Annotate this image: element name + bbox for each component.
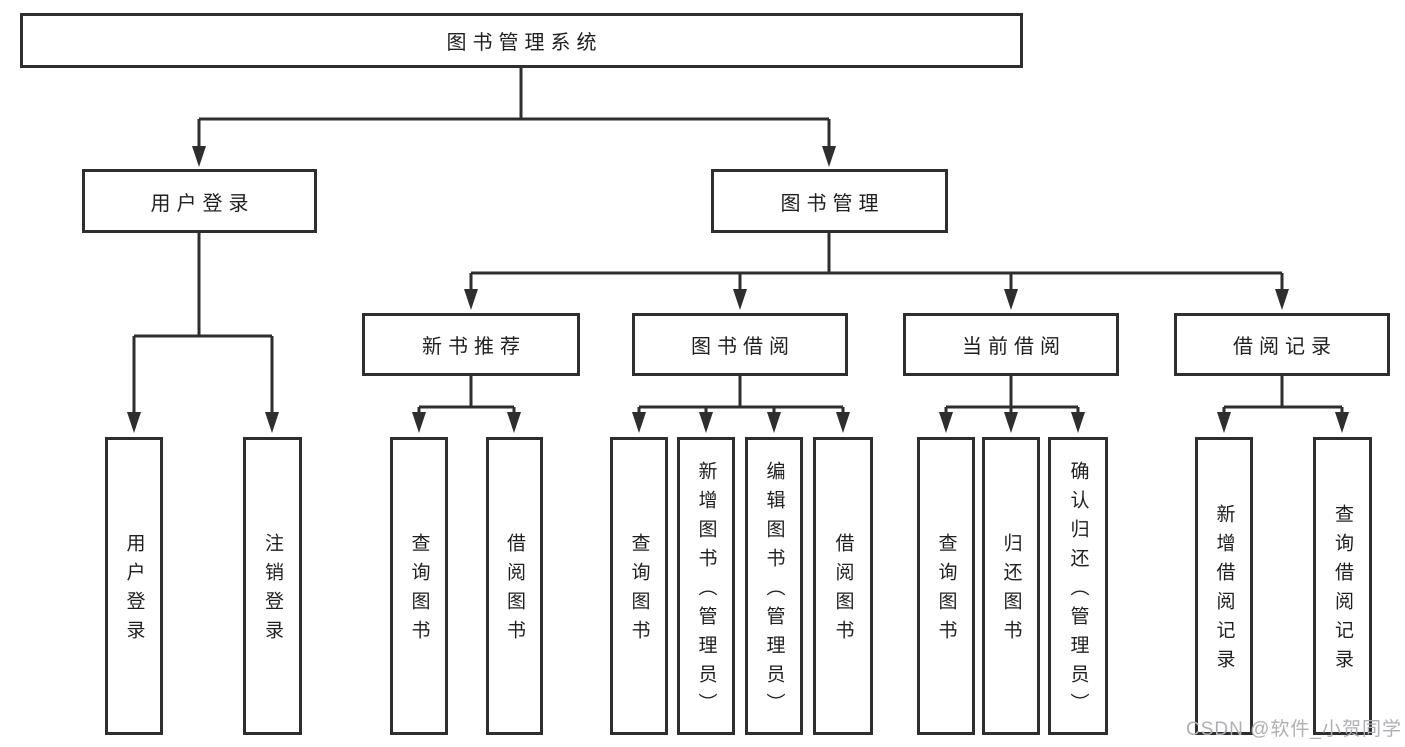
leaf-borrow-query-label: 查询图书 xyxy=(628,533,650,649)
edge-root-stem xyxy=(519,68,523,119)
leaf-borrow-edit-admin: 编辑图书（管理员） xyxy=(745,437,803,735)
leaf-current-return: 归还图书 xyxy=(982,437,1040,735)
arrow-down-icon xyxy=(822,146,836,167)
leaf-borrow-add-admin: 新增图书（管理员） xyxy=(677,437,735,735)
edge-drop xyxy=(512,407,516,413)
leaf-borrow-add-admin-label: 新增图书（管理员） xyxy=(695,460,717,722)
edge-drop xyxy=(1076,407,1080,413)
csdn-watermark: CSDN @软件_小贺同学 xyxy=(1186,719,1402,740)
edge-drop-book-mgmt xyxy=(827,119,831,148)
leaf-newbooks-borrow: 借阅图书 xyxy=(486,437,543,735)
edge-drop xyxy=(1009,407,1013,413)
leaf-current-confirm-admin-label: 确认归还（管理员） xyxy=(1067,460,1089,722)
arrow-down-icon xyxy=(1217,412,1231,433)
edge-new-books-rail xyxy=(419,405,514,409)
arrow-down-icon xyxy=(939,412,953,433)
edge-user-login-stem xyxy=(197,233,201,336)
edge-root-rail xyxy=(199,117,829,121)
arrow-down-icon xyxy=(1071,412,1085,433)
arrow-down-icon xyxy=(1004,412,1018,433)
arrow-down-icon xyxy=(265,412,279,433)
edge-book-borrow-stem xyxy=(738,376,742,407)
node-user-login-label: 用户登录 xyxy=(150,192,255,215)
edge-drop xyxy=(944,407,948,413)
leaf-records-add-label: 新增借阅记录 xyxy=(1213,504,1235,678)
arrow-down-icon xyxy=(507,412,521,433)
leaf-newbooks-query-label: 查询图书 xyxy=(408,533,430,649)
node-borrow-records-label: 借阅记录 xyxy=(1233,336,1337,358)
edge-drop xyxy=(841,407,845,413)
leaf-user-logout: 注销登录 xyxy=(243,437,302,735)
leaf-records-query-label: 查询借阅记录 xyxy=(1332,504,1353,678)
edge-drop xyxy=(1222,407,1226,413)
arrow-down-icon xyxy=(192,146,206,167)
leaf-current-confirm-admin: 确认归还（管理员） xyxy=(1048,437,1108,735)
leaf-records-query: 查询借阅记录 xyxy=(1313,437,1372,735)
edge-drop xyxy=(417,407,421,413)
edge-drop xyxy=(704,407,708,413)
arrow-down-icon xyxy=(464,289,478,310)
node-root-label: 图书管理系统 xyxy=(446,32,603,54)
edge-book-mgmt-rail xyxy=(471,271,1282,275)
edge-drop-borrow-records xyxy=(1280,273,1284,289)
node-root: 图书管理系统 xyxy=(20,13,1023,68)
leaf-user-login-label: 用户登录 xyxy=(123,533,145,649)
node-book-mgmt: 图书管理 xyxy=(711,169,948,233)
node-book-mgmt-label: 图书管理 xyxy=(780,192,885,215)
leaf-current-query: 查询图书 xyxy=(917,437,975,735)
node-current-borrow-label: 当前借阅 xyxy=(962,336,1066,358)
edge-drop xyxy=(637,407,641,413)
edge-book-borrow-rail xyxy=(639,405,843,409)
arrow-down-icon xyxy=(699,412,713,433)
arrow-down-icon xyxy=(412,412,426,433)
edge-drop xyxy=(1340,407,1344,413)
edge-drop-new-books xyxy=(469,273,473,289)
edge-drop-user-login xyxy=(197,119,201,148)
arrow-down-icon xyxy=(127,412,141,433)
leaf-borrow-query: 查询图书 xyxy=(610,437,668,735)
leaf-current-query-label: 查询图书 xyxy=(935,533,957,649)
leaf-newbooks-query: 查询图书 xyxy=(390,437,448,735)
arrow-down-icon xyxy=(632,412,646,433)
leaf-records-add: 新增借阅记录 xyxy=(1195,437,1253,735)
leaf-borrow-book-label: 借阅图书 xyxy=(832,533,854,649)
leaf-user-logout-label: 注销登录 xyxy=(262,533,283,649)
arrow-down-icon xyxy=(1335,412,1349,433)
leaf-borrow-edit-admin-label: 编辑图书（管理员） xyxy=(763,460,785,722)
arrow-down-icon xyxy=(1004,289,1018,310)
node-borrow-records: 借阅记录 xyxy=(1174,313,1390,376)
edge-new-books-stem xyxy=(469,376,473,407)
edge-drop xyxy=(772,407,776,413)
leaf-borrow-book: 借阅图书 xyxy=(813,437,873,735)
arrow-down-icon xyxy=(836,412,850,433)
edge-drop-book-borrow xyxy=(738,273,742,289)
arrow-down-icon xyxy=(1275,289,1289,310)
edge-borrow-records-rail xyxy=(1224,405,1342,409)
edge-drop-user-leaf2 xyxy=(270,336,274,413)
edge-current-borrow-stem xyxy=(1009,376,1013,407)
node-current-borrow: 当前借阅 xyxy=(903,313,1119,376)
edge-book-mgmt-stem xyxy=(827,233,831,273)
node-book-borrow-label: 图书借阅 xyxy=(691,336,795,358)
edge-user-login-rail xyxy=(134,334,272,338)
arrow-down-icon xyxy=(767,412,781,433)
leaf-user-login: 用户登录 xyxy=(105,437,163,735)
edge-drop-current-borrow xyxy=(1009,273,1013,289)
node-user-login: 用户登录 xyxy=(82,169,317,233)
edge-borrow-records-stem xyxy=(1280,376,1284,407)
leaf-newbooks-borrow-label: 借阅图书 xyxy=(504,533,525,649)
leaf-current-return-label: 归还图书 xyxy=(1000,533,1022,649)
arrow-down-icon xyxy=(733,289,747,310)
node-new-books: 新书推荐 xyxy=(362,313,580,376)
node-book-borrow: 图书借阅 xyxy=(632,313,848,376)
edge-drop-user-leaf1 xyxy=(132,336,136,413)
node-new-books-label: 新书推荐 xyxy=(422,336,526,358)
